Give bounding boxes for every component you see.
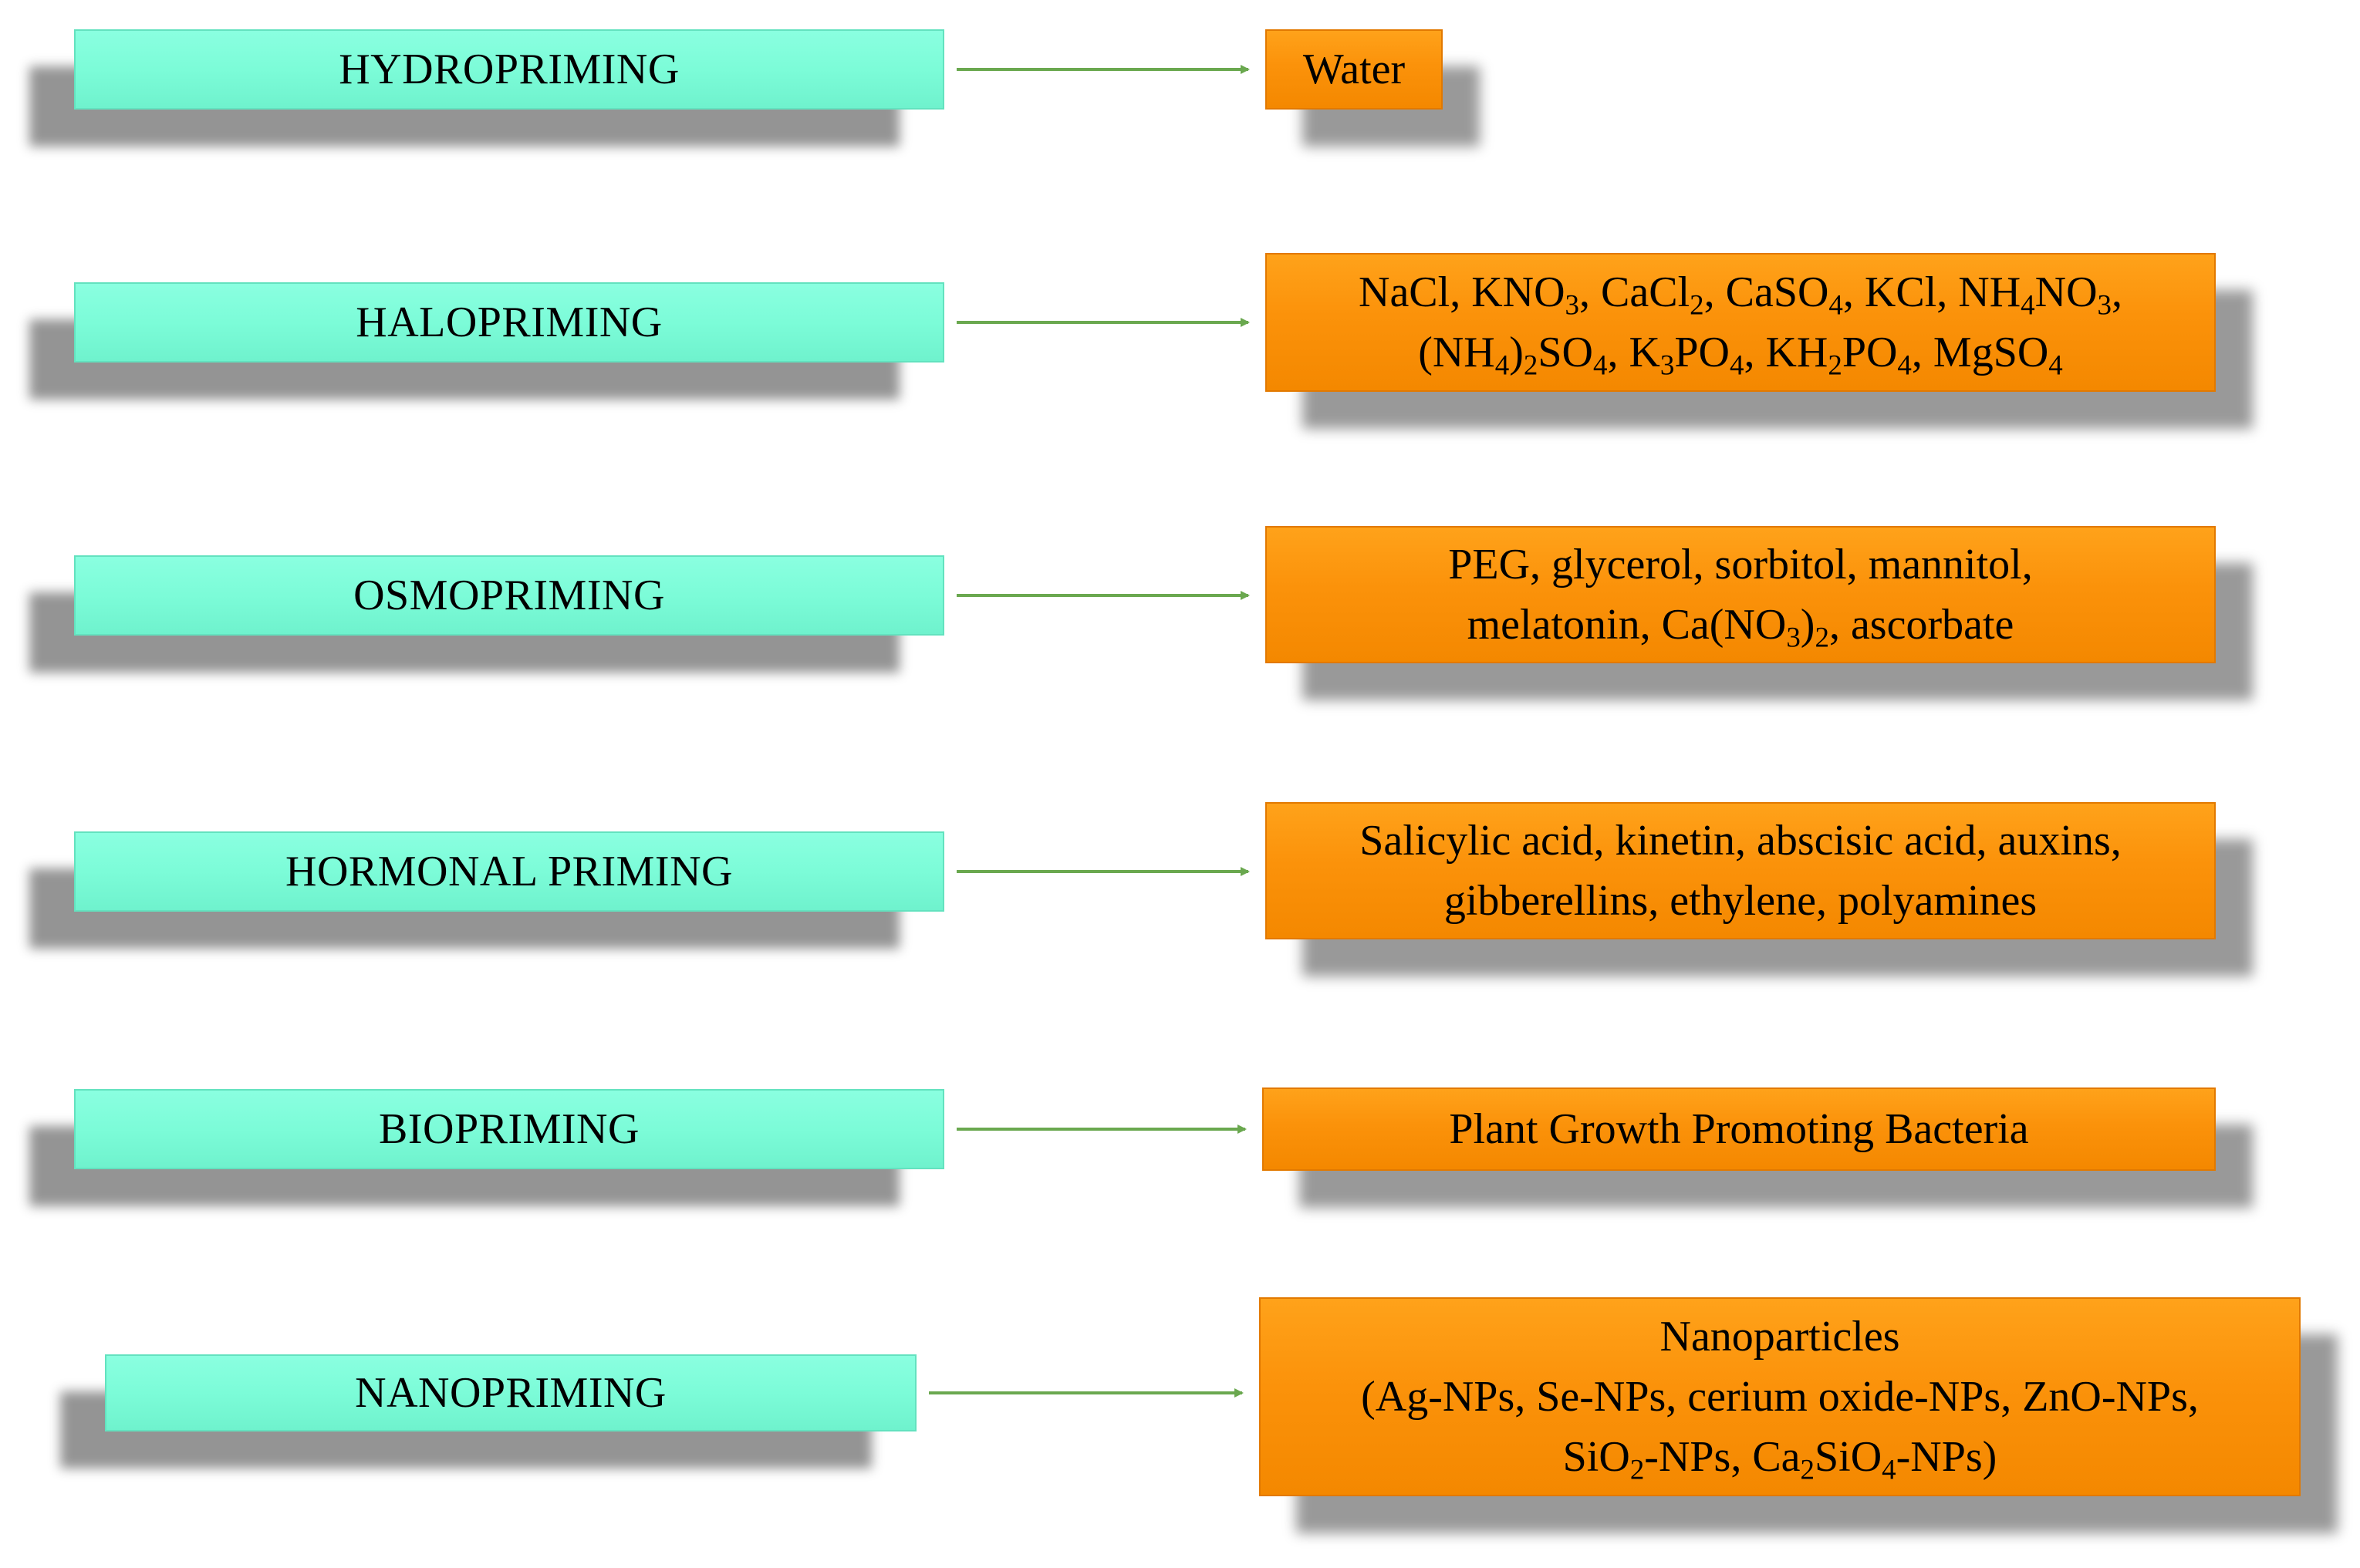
agent-text: , K [1607, 329, 1660, 376]
agent-line: Water [1303, 39, 1405, 99]
technique-label: HALOPRIMING [356, 298, 663, 346]
agent-text: Water [1302, 46, 1406, 93]
technique-box-biopriming: BIOPRIMING [74, 1089, 944, 1169]
agent-subscript: 2 [1800, 1453, 1815, 1485]
agent-text: (Ag-NPs, Se-NPs, cerium oxide-NPs, ZnO-N… [1361, 1373, 2199, 1421]
agent-text: , MgSO [1911, 329, 2049, 376]
agent-text: PO [1674, 329, 1730, 376]
agent-text: melatonin, Ca(NO [1467, 601, 1787, 649]
agent-text: ) [1800, 601, 1815, 649]
agent-text: , ascorbate [1828, 601, 2014, 649]
agent-box-hydropriming: Water [1265, 29, 1443, 110]
agent-subscript: 4 [2021, 288, 2035, 321]
agent-subscript: 2 [1828, 349, 1842, 381]
agent-text: PEG, glycerol, sorbitol, mannitol, [1448, 541, 2033, 588]
agent-box-nanopriming: Nanoparticles (Ag-NPs, Se-NPs, cerium oxi… [1259, 1297, 2301, 1496]
technique-label: OSMOPRIMING [353, 572, 665, 619]
agent-subscript: 4 [2048, 349, 2063, 381]
agent-subscript: 4 [1729, 349, 1744, 381]
agent-text: , CaCl [1579, 268, 1690, 316]
agent-text: NO [2034, 268, 2098, 316]
agent-line: PEG, glycerol, sorbitol, mannitol, [1448, 534, 2032, 595]
technique-label: HORMONAL PRIMING [285, 848, 733, 895]
agent-line: Plant Growth Promoting Bacteria [1449, 1099, 2028, 1159]
agent-subscript: 3 [2097, 288, 2112, 321]
agent-subscript: 3 [1786, 621, 1801, 653]
technique-label: BIOPRIMING [379, 1105, 640, 1153]
agent-text: -NPs) [1896, 1433, 1997, 1481]
agent-text: SiO [1815, 1433, 1882, 1481]
technique-label: HYDROPRIMING [339, 46, 680, 93]
agent-text: SO [1538, 329, 1593, 376]
agent-text: PO [1842, 329, 1898, 376]
agent-subscript: 2 [1815, 621, 1829, 653]
agent-text: , CaSO [1703, 268, 1829, 316]
agent-subscript: 2 [1690, 288, 1704, 321]
agent-subscript: 2 [1629, 1453, 1645, 1485]
technique-box-halopriming: HALOPRIMING [74, 282, 944, 362]
agent-text: Salicylic acid, kinetin, abscisic acid, … [1359, 817, 2122, 865]
agent-text: , [2112, 268, 2122, 316]
technique-box-osmopriming: OSMOPRIMING [74, 555, 944, 636]
agent-text: Plant Growth Promoting Bacteria [1449, 1105, 2029, 1153]
agent-text: NaCl, KNO [1359, 268, 1565, 316]
agent-subscript: 4 [1882, 1453, 1896, 1485]
agent-text: SiO [1562, 1433, 1630, 1481]
agent-line: NaCl, KNO3, CaCl2, CaSO4, KCl, NH4NO3, [1359, 262, 2122, 322]
agent-text: , KCl, NH [1842, 268, 2021, 316]
agent-box-halopriming: NaCl, KNO3, CaCl2, CaSO4, KCl, NH4NO3,(N… [1265, 253, 2216, 392]
technique-box-nanopriming: NANOPRIMING [105, 1354, 917, 1431]
agent-subscript: 4 [1494, 349, 1510, 381]
agent-subscript: 4 [1897, 349, 1912, 381]
agent-line: Nanoparticles [1660, 1307, 1900, 1367]
agent-line: melatonin, Ca(NO3)2, ascorbate [1467, 595, 2014, 655]
agent-text: , KH [1744, 329, 1828, 376]
agent-text: (NH [1418, 329, 1495, 376]
agent-subscript: 3 [1565, 288, 1580, 321]
agent-text: Nanoparticles [1659, 1313, 1900, 1361]
technique-box-hormonal-priming: HORMONAL PRIMING [74, 831, 944, 912]
agent-text: gibberellins, ethylene, polyamines [1443, 877, 2038, 925]
agent-line: Salicylic acid, kinetin, abscisic acid, … [1359, 811, 2122, 871]
agent-box-hormonal-priming: Salicylic acid, kinetin, abscisic acid, … [1265, 802, 2216, 939]
agent-subscript: 4 [1592, 349, 1608, 381]
agent-line: (Ag-NPs, Se-NPs, cerium oxide-NPs, ZnO-N… [1361, 1367, 2199, 1427]
agent-box-biopriming: Plant Growth Promoting Bacteria [1262, 1087, 2216, 1171]
technique-box-hydropriming: HYDROPRIMING [74, 29, 944, 110]
technique-label: NANOPRIMING [355, 1369, 667, 1417]
agent-subscript: 2 [1523, 349, 1538, 381]
agent-line: (NH4)2SO4, K3PO4, KH2PO4, MgSO4 [1418, 322, 2063, 383]
agent-line: SiO2-NPs, Ca2SiO4-NPs) [1563, 1427, 1997, 1487]
agent-subscript: 3 [1659, 349, 1675, 381]
agent-text: ) [1509, 329, 1524, 376]
agent-subscript: 4 [1828, 288, 1843, 321]
agent-box-osmopriming: PEG, glycerol, sorbitol, mannitol, melato… [1265, 526, 2216, 663]
agent-line: gibberellins, ethylene, polyamines [1444, 871, 2037, 931]
agent-text: -NPs, Ca [1644, 1433, 1801, 1481]
